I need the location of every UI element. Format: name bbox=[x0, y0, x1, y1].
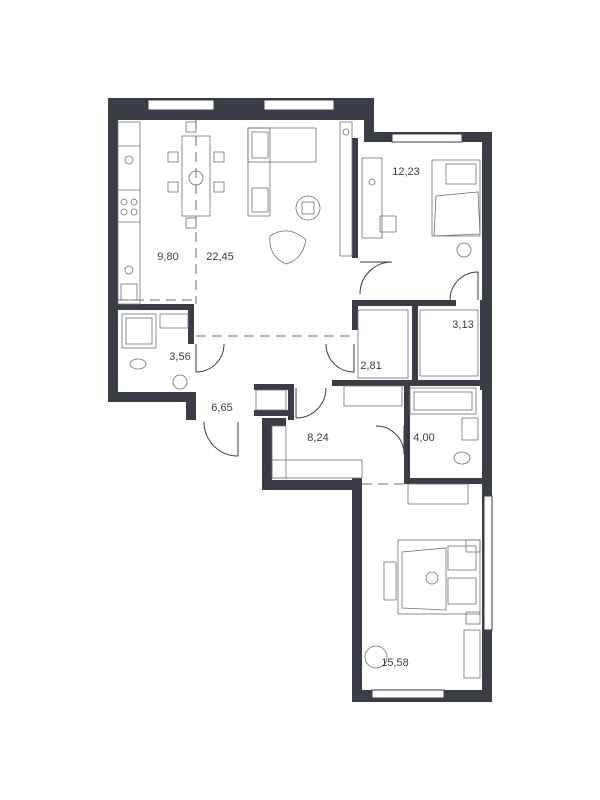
interior-walls bbox=[118, 138, 486, 484]
area-label-kitchen: 9,80 bbox=[157, 251, 178, 263]
windows bbox=[147, 99, 493, 699]
area-labels: 9,80 22,45 12,23 3,56 6,65 2,81 3,13 8,24 4,00 15… bbox=[157, 166, 473, 669]
wardrobes bbox=[255, 309, 479, 505]
area-label-wc: 4,00 bbox=[413, 432, 434, 444]
wc-fixtures bbox=[409, 387, 479, 465]
area-label-bedroom-large: 15,58 bbox=[381, 657, 409, 669]
small-bedroom-furniture bbox=[361, 157, 481, 258]
area-label-living: 22,45 bbox=[206, 251, 234, 263]
area-label-hall: 6,65 bbox=[211, 402, 232, 414]
bathroom-fixtures bbox=[121, 313, 189, 390]
area-label-corridor: 8,24 bbox=[307, 432, 328, 444]
outer-walls bbox=[108, 98, 492, 702]
living-furniture bbox=[247, 121, 353, 265]
area-label-wardrobe-1: 2,81 bbox=[360, 360, 381, 372]
doors bbox=[195, 261, 479, 457]
zone-boundaries bbox=[118, 120, 404, 485]
kitchen-furniture bbox=[117, 121, 225, 305]
large-bedroom-furniture bbox=[364, 539, 481, 679]
area-label-wardrobe-2: 3,13 bbox=[452, 319, 473, 331]
area-label-bathroom: 3,56 bbox=[169, 351, 190, 363]
area-label-bedroom-small: 12,23 bbox=[392, 166, 420, 178]
